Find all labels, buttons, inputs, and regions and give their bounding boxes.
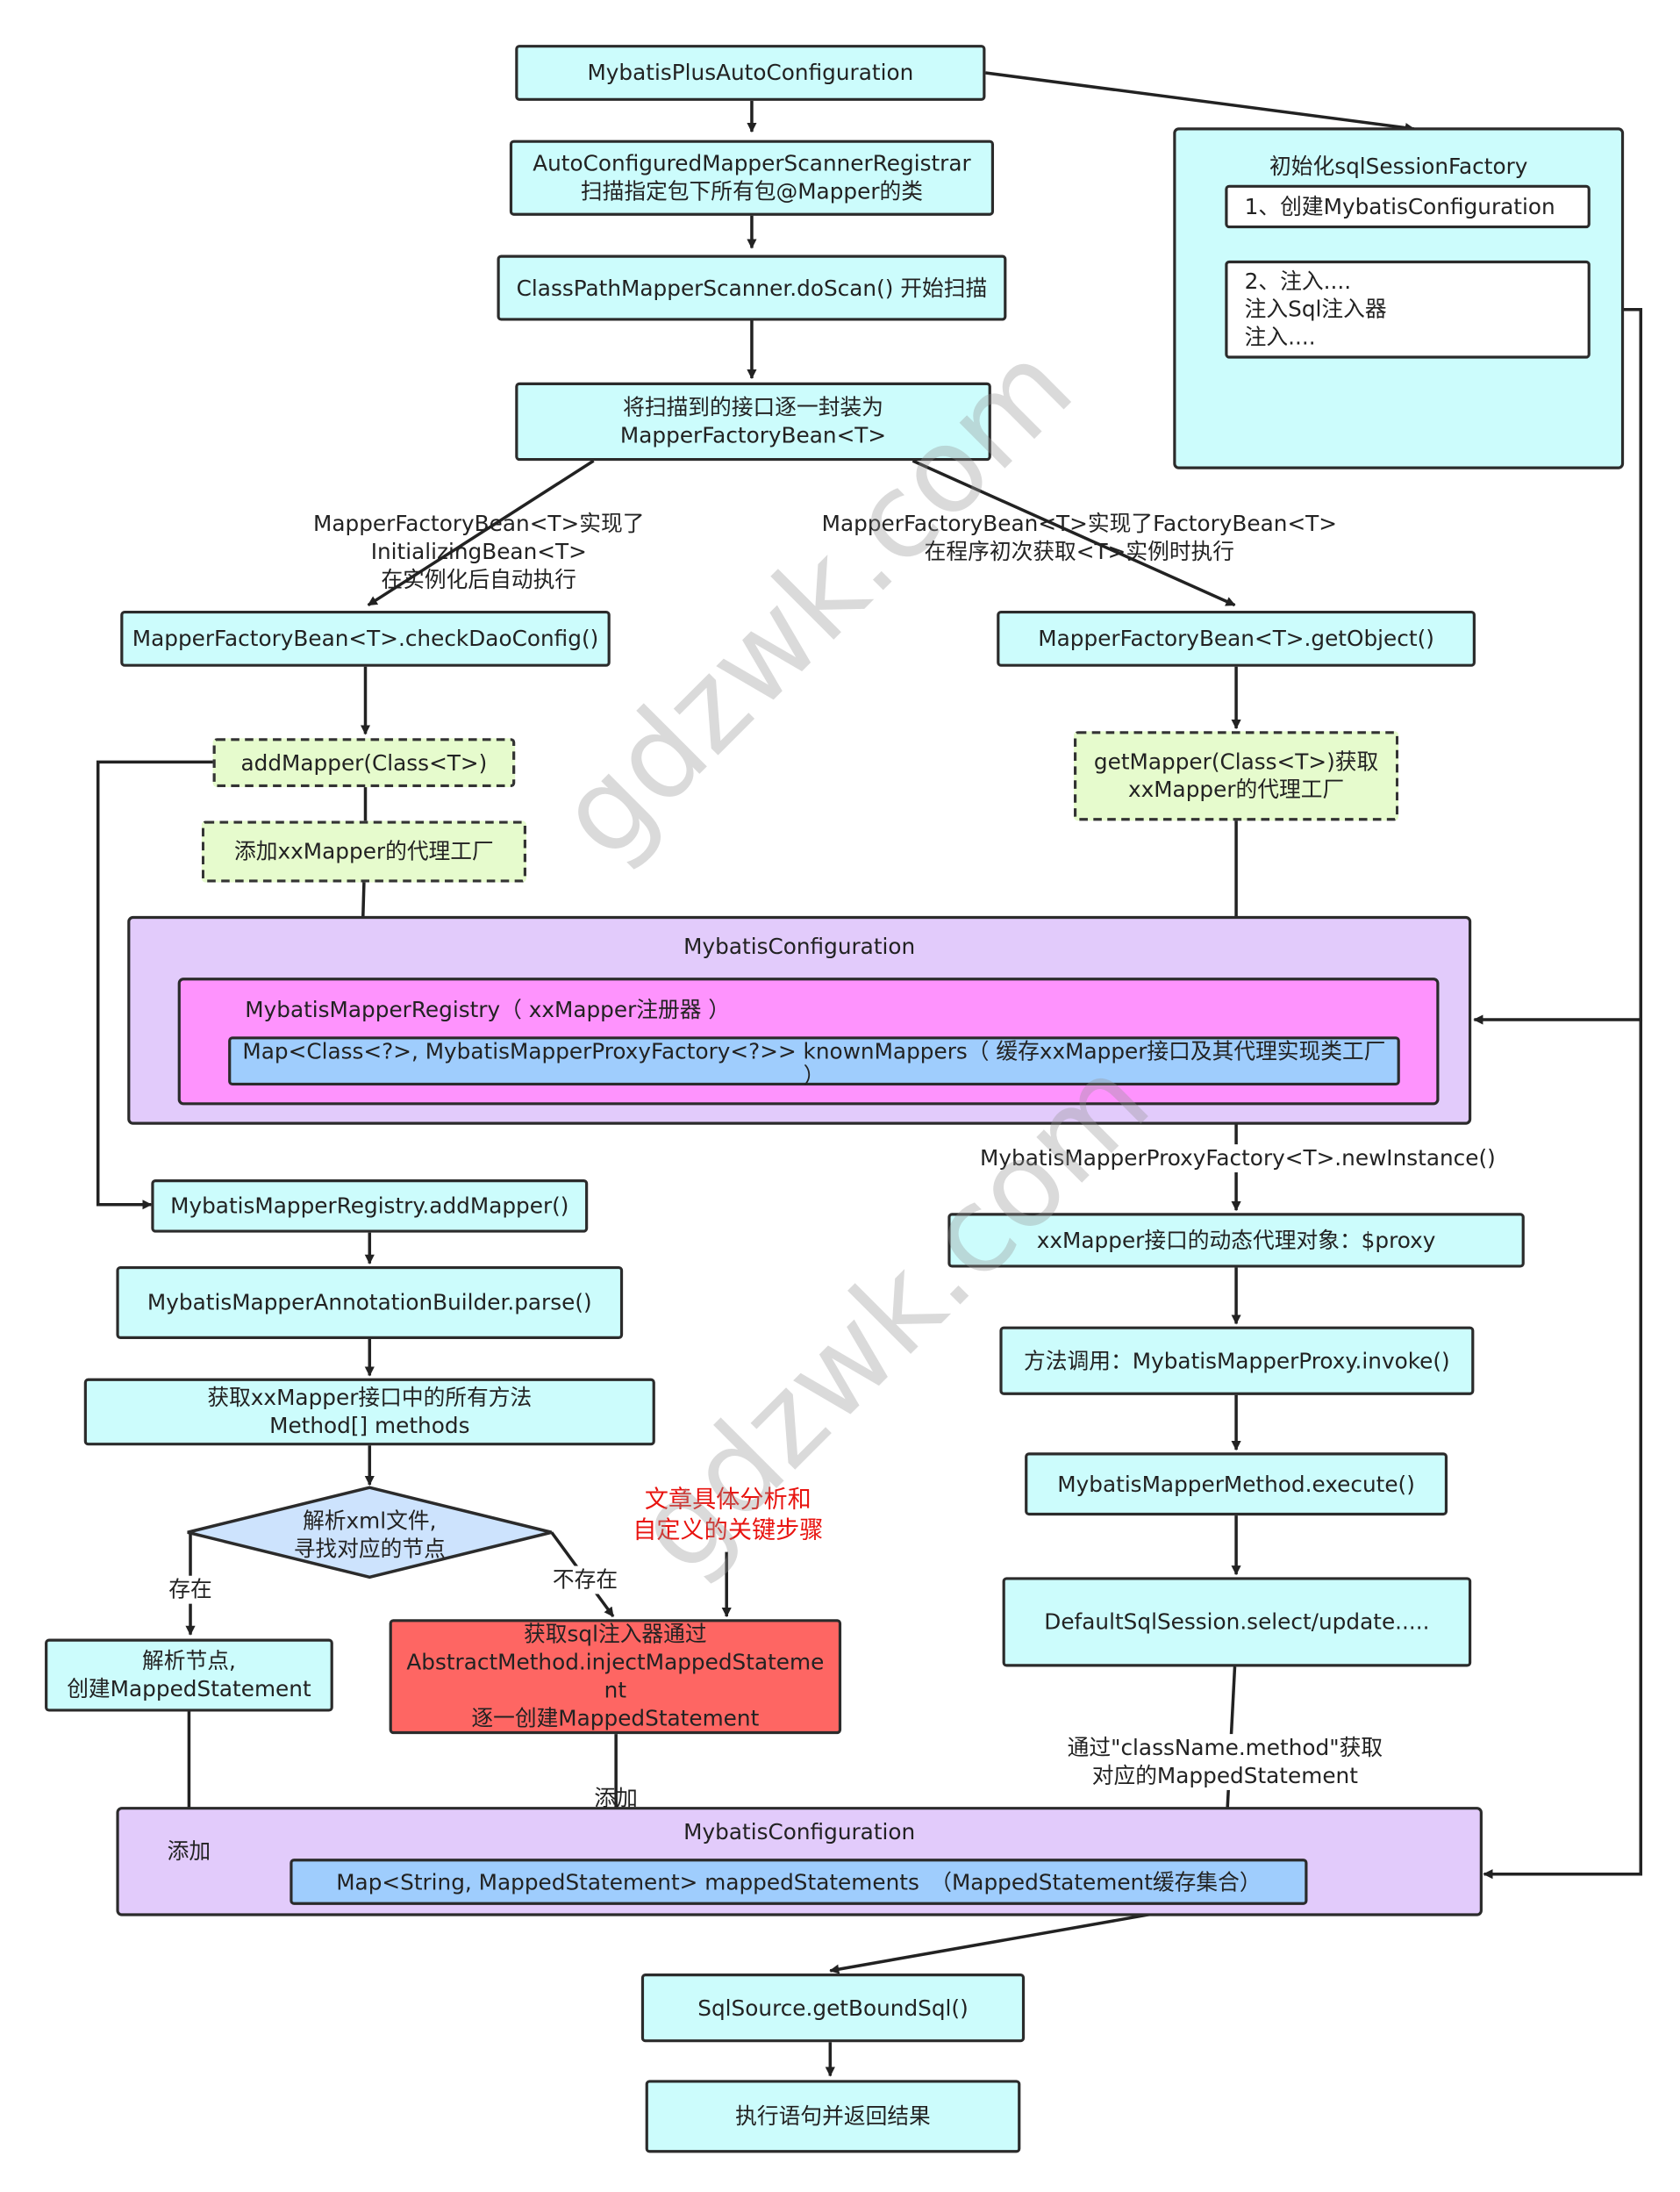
node-invoke-label: 方法调用：MybatisMapperProxy.invoke(): [1024, 1348, 1450, 1374]
label-by-name: 通过"className.method"获取 对应的MappedStatemen…: [1044, 1734, 1406, 1790]
decision-diamond-shape: [187, 1486, 553, 1580]
node-step2-label: 2、注入.... 注入Sql注入器 注入....: [1244, 269, 1387, 351]
node-auto-config: MybatisPlusAutoConfiguration: [515, 45, 986, 101]
node-inject: 获取sql注入器通过 AbstractMethod.injectMappedSt…: [389, 1619, 842, 1735]
node-step2: 2、注入.... 注入Sql注入器 注入....: [1225, 260, 1591, 359]
label-add-2: 添加: [594, 1786, 638, 1811]
label-factory-bean: MapperFactoryBean<T>实现了FactoryBean<T> 在程…: [821, 511, 1338, 565]
node-proxy-obj-label: xxMapper接口的动态代理对象：$proxy: [1036, 1228, 1436, 1253]
node-add-mapper-label: addMapper(Class<T>): [240, 749, 488, 776]
node-get-object-label: MapperFactoryBean<T>.getObject(): [1038, 626, 1434, 652]
node-registrar: AutoConfiguredMapperScannerRegistrar 扫描指…: [509, 140, 995, 216]
node-check-dao: MapperFactoryBean<T>.checkDaoConfig(): [120, 610, 611, 667]
node-execute: MybatisMapperMethod.execute(): [1025, 1452, 1448, 1516]
node-select-update: DefaultSqlSession.select/update.....: [1002, 1577, 1472, 1667]
arrow-wrap-to-checkdao: [367, 459, 595, 607]
node-get-mapper-label: getMapper(Class<T>)获取 xxMapper的代理工厂: [1093, 749, 1379, 803]
node-bound-sql: SqlSource.getBoundSql(): [640, 1974, 1026, 2043]
node-bound-sql-label: SqlSource.getBoundSql(): [697, 1995, 969, 2021]
node-annotation-parse: MybatisMapperAnnotationBuilder.parse(): [116, 1265, 624, 1339]
node-invoke: 方法调用：MybatisMapperProxy.invoke(): [999, 1326, 1475, 1395]
node-get-methods: 获取xxMapper接口中的所有方法 Method[] methods: [83, 1378, 655, 1446]
arrow-wrap-to-getobject: [911, 459, 1236, 607]
node-registry-add-label: MybatisMapperRegistry.addMapper(): [170, 1193, 569, 1219]
node-do-scan-label: ClassPathMapperScanner.doScan() 开始扫描: [516, 275, 988, 301]
node-get-methods-label: 获取xxMapper接口中的所有方法 Method[] methods: [207, 1385, 533, 1439]
label-initializing: MapperFactoryBean<T>实现了InitializingBean<…: [313, 511, 645, 593]
label-article-note: 文章具体分析和 自定义的关键步骤: [633, 1486, 824, 1545]
arrow-sessionfactory-to-config-bottom: [1483, 1020, 1643, 1880]
node-mapped-statements: Map<String, MappedStatement> mappedState…: [290, 1859, 1308, 1905]
node-exec-return-label: 执行语句并返回结果: [735, 2103, 931, 2130]
node-execute-label: MybatisMapperMethod.execute(): [1057, 1471, 1415, 1497]
node-parse-node: 解析节点, 创建MappedStatement: [45, 1638, 333, 1712]
node-select-update-label: DefaultSqlSession.select/update.....: [1044, 1609, 1430, 1635]
node-known-mappers-label: Map<Class<?>, MybatisMapperProxyFactory<…: [242, 1039, 1386, 1089]
node-check-dao-label: MapperFactoryBean<T>.checkDaoConfig(): [132, 626, 599, 652]
node-add-proxy-factory-label: 添加xxMapper的代理工厂: [234, 839, 494, 864]
node-parse-xml: 解析xml文件, 寻找对应的节点: [230, 1508, 510, 1564]
node-mapped-statements-label: Map<String, MappedStatement> mappedState…: [336, 1869, 1262, 1895]
group-registry-title: MybatisMapperRegistry（ xxMapper注册器 ）: [245, 997, 731, 1023]
label-not-exists: 不存在: [540, 1565, 631, 1594]
node-get-mapper: getMapper(Class<T>)获取 xxMapper的代理工厂: [1073, 731, 1399, 821]
node-exec-return: 执行语句并返回结果: [645, 2080, 1021, 2153]
arrow-addmapper-to-registryadd: [96, 760, 213, 1210]
group-config-top-title: MybatisConfiguration: [683, 934, 916, 960]
node-inject-label: 获取sql注入器通过 AbstractMethod.injectMappedSt…: [406, 1622, 825, 1731]
node-proxy-obj: xxMapper接口的动态代理对象：$proxy: [947, 1213, 1525, 1268]
node-add-mapper: addMapper(Class<T>): [212, 738, 516, 788]
group-session-factory-title: 初始化sqlSessionFactory: [1269, 154, 1528, 180]
node-parse-node-label: 解析节点, 创建MappedStatement: [67, 1648, 311, 1702]
label-new-instance: MybatisMapperProxyFactory<T>.newInstance…: [980, 1144, 1496, 1173]
node-get-object: MapperFactoryBean<T>.getObject(): [997, 610, 1476, 667]
arrow-auto-to-sessionfactory: [985, 71, 1415, 133]
node-registrar-label: AutoConfiguredMapperScannerRegistrar 扫描指…: [533, 151, 971, 205]
node-wrap-label: 将扫描到的接口逐一封装为 MapperFactoryBean<T>: [619, 395, 887, 448]
node-registry-add: MybatisMapperRegistry.addMapper(): [151, 1179, 589, 1233]
node-step1-label: 1、创建MybatisConfiguration: [1244, 194, 1555, 219]
node-step1: 1、创建MybatisConfiguration: [1225, 184, 1591, 229]
node-parse-xml-label: 解析xml文件, 寻找对应的节点: [293, 1508, 446, 1562]
group-config-bottom-title: MybatisConfiguration: [683, 1819, 916, 1845]
node-do-scan: ClassPathMapperScanner.doScan() 开始扫描: [497, 254, 1007, 321]
label-add-1: 添加: [167, 1838, 211, 1865]
node-annotation-parse-label: MybatisMapperAnnotationBuilder.parse(): [147, 1290, 592, 1315]
node-add-proxy-factory: 添加xxMapper的代理工厂: [201, 820, 527, 883]
node-known-mappers: Map<Class<?>, MybatisMapperProxyFactory<…: [228, 1036, 1400, 1089]
node-auto-config-label: MybatisPlusAutoConfiguration: [587, 60, 914, 86]
label-exists: 存在: [148, 1575, 232, 1604]
node-wrap: 将扫描到的接口逐一封装为 MapperFactoryBean<T>: [515, 382, 991, 462]
